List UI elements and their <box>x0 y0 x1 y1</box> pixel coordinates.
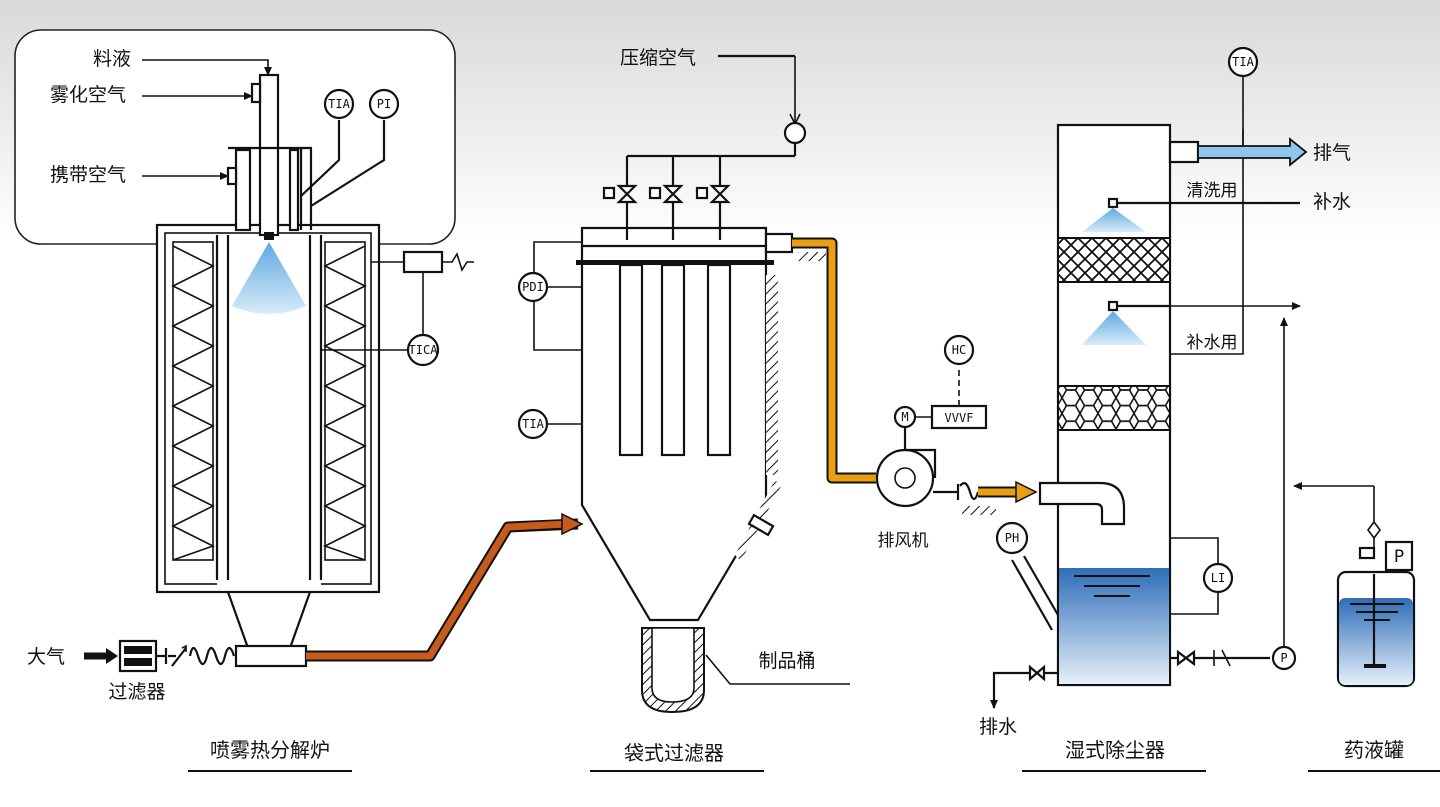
svg-text:P: P <box>1394 547 1404 567</box>
right-heater-coil <box>322 245 367 561</box>
label-drain: 排水 <box>979 716 1017 738</box>
spray-pyrolysis-reactor: TIA PI TICA <box>14 29 474 673</box>
air-filter <box>118 639 158 673</box>
svg-text:M: M <box>901 410 908 424</box>
wet-scrubber: TIA LI PH P <box>990 46 1374 709</box>
left-heater <box>172 241 214 561</box>
svg-text:PDI: PDI <box>522 280 544 294</box>
recirc-valve <box>1176 649 1196 667</box>
drain-valve <box>1028 664 1046 682</box>
bag-filter: PDI TIA <box>517 54 850 714</box>
section-title-scrubber: 湿式除尘器 <box>1065 738 1165 762</box>
label-feed-liquid: 料液 <box>93 48 131 70</box>
exhaust-stack-arrow <box>1197 137 1308 167</box>
svg-text:TICA: TICA <box>409 343 439 357</box>
label-compressed-air: 压缩空气 <box>620 47 696 69</box>
scrubber-inlet-elbow <box>1038 481 1126 526</box>
flexible-hose <box>188 646 236 666</box>
label-carrier-air: 携带空气 <box>50 164 126 186</box>
section-title-reactor: 喷雾热分解炉 <box>210 738 330 762</box>
svg-text:VVVF: VVVF <box>945 411 974 425</box>
exhaust-fan <box>875 448 935 508</box>
section-title-bag-filter: 袋式过滤器 <box>624 741 724 765</box>
reactor-outlet <box>234 644 308 668</box>
filter-outlet-duct <box>792 239 876 482</box>
label-wash-use: 清洗用 <box>1187 181 1238 201</box>
exhaust-fan-unit: M VVVF HC <box>875 334 996 515</box>
feed-liquid-line <box>142 59 272 76</box>
label-filter: 过滤器 <box>108 681 165 703</box>
hex-packing <box>1057 385 1171 431</box>
hc-controller: HC <box>943 334 975 366</box>
label-exhaust-fan: 排风机 <box>878 531 929 551</box>
ph-gauge: PH <box>995 521 1029 555</box>
svg-text:PH: PH <box>1005 531 1019 545</box>
label-makeup-water: 补水 <box>1313 191 1351 213</box>
scrubber-water <box>1059 568 1169 684</box>
wash-spray <box>1082 208 1146 232</box>
pdi-gauge: PDI <box>517 271 549 303</box>
chemical-tank: P <box>1336 486 1416 688</box>
filter-bag-1 <box>618 263 644 457</box>
pulse-valve-3 <box>695 184 731 204</box>
svg-text:LI: LI <box>1211 571 1225 585</box>
makeup-spray <box>1082 311 1146 345</box>
label-atmosphere: 大气 <box>27 646 65 668</box>
section-title-chem-tank: 药液罐 <box>1344 738 1404 762</box>
label-atomizing-air: 雾化空气 <box>50 84 126 106</box>
atomizer-nozzle <box>258 73 280 237</box>
tia-stack-gauge: TIA <box>1227 46 1259 78</box>
motor: M <box>893 405 917 429</box>
tica-gauge: TICA <box>406 333 440 367</box>
tank-liquid <box>1339 598 1413 685</box>
hot-gas-duct <box>306 520 567 660</box>
svg-text:TIA: TIA <box>1232 55 1254 69</box>
reactor-spray-cone <box>232 242 306 314</box>
tank-pump <box>1384 540 1414 572</box>
label-makeup-water-use: 补水用 <box>1187 333 1238 353</box>
filter-bag-3 <box>706 263 732 457</box>
svg-text:TIA: TIA <box>522 417 544 431</box>
li-gauge: LI <box>1202 562 1234 594</box>
label-product-drum: 制品桶 <box>758 650 815 672</box>
svg-text:TIA: TIA <box>328 97 350 111</box>
svg-text:PI: PI <box>377 97 391 111</box>
recirc-pump: P <box>1271 645 1297 671</box>
cross-packing <box>1057 237 1171 283</box>
right-heater <box>324 241 366 561</box>
filter-bag-2 <box>660 263 686 457</box>
tia-reactor-gauge: TIA <box>323 88 355 120</box>
temperature-controller <box>402 250 444 274</box>
svg-text:P: P <box>1280 651 1287 665</box>
pi-reactor-gauge: PI <box>368 88 400 120</box>
tia-filter-gauge: TIA <box>517 408 549 440</box>
left-heater-coil <box>171 245 216 561</box>
svg-text:HC: HC <box>952 343 966 357</box>
label-exhaust: 排气 <box>1313 142 1351 164</box>
pulse-valve-1 <box>602 184 638 204</box>
pulse-valve-2 <box>648 184 684 204</box>
